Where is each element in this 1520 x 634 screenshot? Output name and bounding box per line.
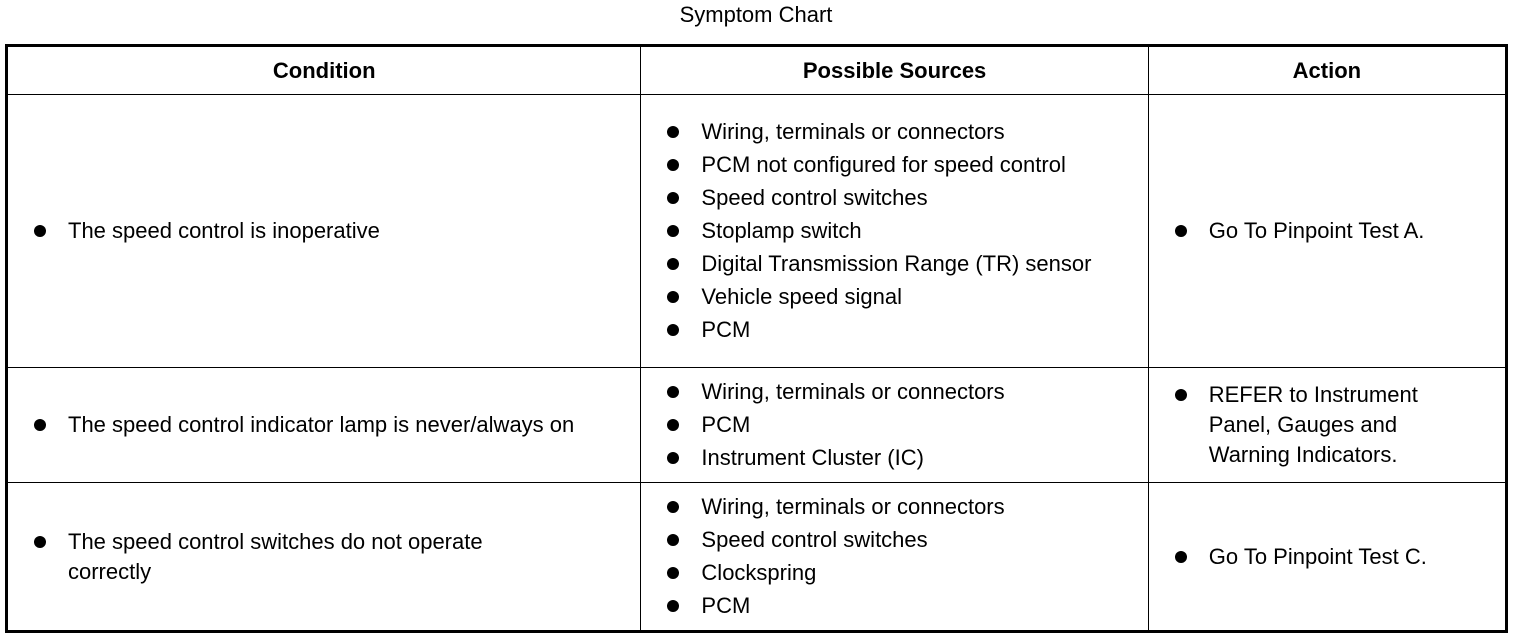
bullet-icon <box>1174 550 1187 563</box>
condition-item: The speed control switches do not operat… <box>34 527 530 587</box>
bullet-icon <box>34 535 46 548</box>
bullet-icon <box>34 419 46 431</box>
source-item: Instrument Cluster (IC) <box>667 443 1137 473</box>
header-action: Action <box>1147 45 1508 95</box>
bullet-icon <box>1174 225 1187 237</box>
source-text: PCM <box>701 317 751 342</box>
source-text: PCM <box>701 593 751 618</box>
source-item: PCM <box>667 410 1137 440</box>
source-item: PCM <box>667 315 1137 345</box>
action-text: Go To Pinpoint Test C. <box>1208 543 1427 569</box>
bullet-icon <box>667 192 680 204</box>
bullet-icon <box>667 386 680 398</box>
table-row: The speed control indicator lamp is neve… <box>5 367 1508 483</box>
condition-text: The speed control switches do not operat… <box>68 528 483 584</box>
source-text: Speed control switches <box>701 185 928 210</box>
action-cell: REFER to Instrument Panel, Gauges and Wa… <box>1147 367 1508 483</box>
bullet-icon <box>667 291 680 303</box>
symptom-table: Condition Possible Sources Action The sp… <box>5 44 1508 633</box>
action-cell: Go To Pinpoint Test C. <box>1147 482 1508 632</box>
source-text: Digital Transmission Range (TR) sensor <box>701 251 1092 276</box>
source-text: Vehicle speed signal <box>701 284 903 309</box>
source-item: Speed control switches <box>667 183 1137 213</box>
condition-cell: The speed control indicator lamp is neve… <box>5 367 642 483</box>
bullet-icon <box>34 225 46 237</box>
bullet-icon <box>667 452 680 464</box>
sources-cell: Wiring, terminals or connectors PCM Inst… <box>640 367 1149 483</box>
table-row: The speed control switches do not operat… <box>5 482 1508 632</box>
source-text: Wiring, terminals or connectors <box>701 494 1005 519</box>
source-text: Wiring, terminals or connectors <box>701 119 1005 144</box>
bullet-icon <box>667 159 680 171</box>
condition-item: The speed control is inoperative <box>34 216 620 246</box>
source-item: Wiring, terminals or connectors <box>667 492 1137 522</box>
action-item: Go To Pinpoint Test C. <box>1174 542 1495 572</box>
source-text: PCM <box>701 412 751 437</box>
source-item: Wiring, terminals or connectors <box>667 377 1137 407</box>
source-text: Stoplamp switch <box>701 218 862 243</box>
source-item: Digital Transmission Range (TR) sensor <box>667 249 1097 279</box>
bullet-icon <box>667 534 680 546</box>
source-item: PCM not configured for speed control <box>667 150 1137 180</box>
chart-title: Symptom Chart <box>679 2 833 27</box>
condition-cell: The speed control is inoperative <box>5 94 642 368</box>
source-item: Vehicle speed signal <box>667 282 1137 312</box>
source-item: PCM <box>667 591 1137 621</box>
bullet-icon <box>1174 389 1187 401</box>
bullet-icon <box>667 258 680 270</box>
condition-text: The speed control is inoperative <box>68 218 380 243</box>
action-text: REFER to Instrument Panel, Gauges and Wa… <box>1208 382 1418 467</box>
condition-cell: The speed control switches do not operat… <box>5 482 642 632</box>
source-item: Stoplamp switch <box>667 216 1137 246</box>
bullet-icon <box>667 567 680 579</box>
source-text: PCM not configured for speed control <box>701 152 1066 177</box>
bullet-icon <box>667 126 680 138</box>
bullet-icon <box>667 501 680 513</box>
table-row: The speed control is inoperative Wiring,… <box>5 94 1508 368</box>
source-text: Instrument Cluster (IC) <box>701 445 924 470</box>
sources-cell: Wiring, terminals or connectors Speed co… <box>640 482 1149 632</box>
source-text: Speed control switches <box>701 527 928 552</box>
action-item: Go To Pinpoint Test A. <box>1174 216 1495 246</box>
action-cell: Go To Pinpoint Test A. <box>1147 94 1508 368</box>
header-condition: Condition <box>5 45 642 95</box>
condition-text: The speed control indicator lamp is neve… <box>68 412 575 437</box>
bullet-icon <box>667 419 680 431</box>
source-item: Speed control switches <box>667 525 1137 555</box>
sources-cell: Wiring, terminals or connectors PCM not … <box>640 94 1149 368</box>
action-item: REFER to Instrument Panel, Gauges and Wa… <box>1174 380 1445 470</box>
header-possible-sources: Possible Sources <box>640 45 1149 95</box>
bullet-icon <box>667 225 680 237</box>
source-text: Clockspring <box>701 560 817 585</box>
source-text: Wiring, terminals or connectors <box>701 379 1005 404</box>
bullet-icon <box>667 324 680 336</box>
bullet-icon <box>667 600 680 612</box>
header-row: Condition Possible Sources Action <box>5 45 1508 95</box>
source-item: Wiring, terminals or connectors <box>667 117 1137 147</box>
action-text: Go To Pinpoint Test A. <box>1208 218 1425 243</box>
source-item: Clockspring <box>667 558 1137 588</box>
condition-item: The speed control indicator lamp is neve… <box>34 410 620 440</box>
